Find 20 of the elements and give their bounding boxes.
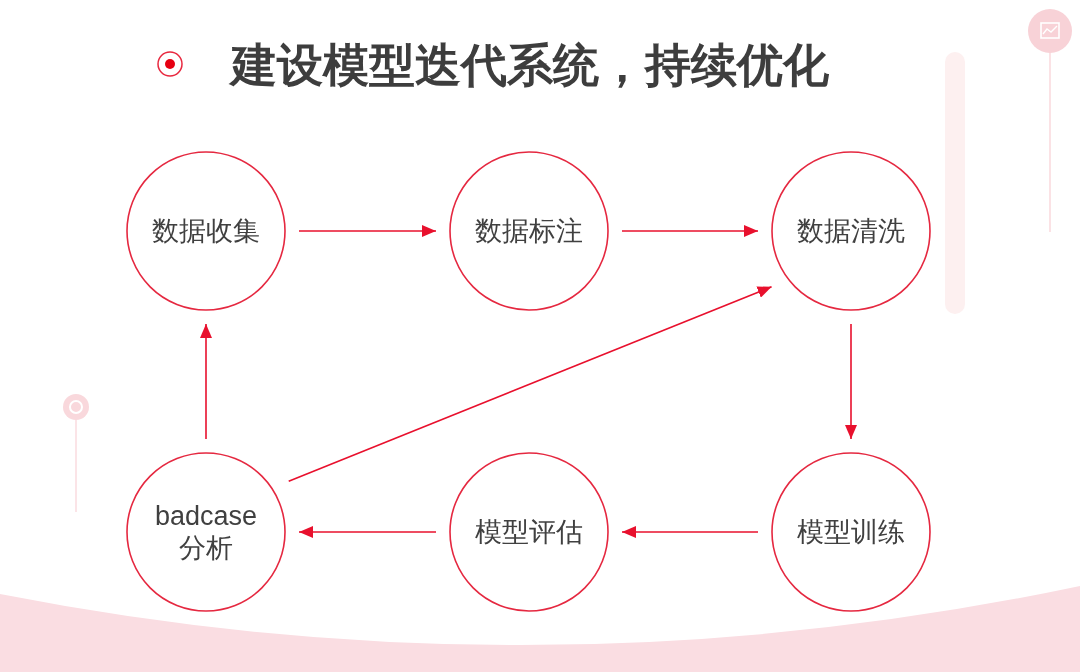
arrow <box>298 225 437 237</box>
step-circle <box>126 452 286 612</box>
arrow <box>621 526 759 538</box>
slide-title: 建设模型迭代系统，持续优化 <box>231 40 829 90</box>
step-label: 数据收集 <box>151 215 261 247</box>
arrow <box>845 323 857 440</box>
step-circle <box>449 452 609 612</box>
step-label: 数据清洗 <box>796 215 906 247</box>
step-circle <box>126 151 286 311</box>
step-label: badcase 分析 <box>153 500 259 564</box>
step-label: 数据标注 <box>474 215 584 247</box>
arrow <box>621 225 759 237</box>
step-circle <box>449 151 609 311</box>
step-circle <box>771 452 931 612</box>
arrow <box>200 323 212 440</box>
step-label: 模型评估 <box>474 516 584 548</box>
arrow <box>298 526 437 538</box>
arrow <box>287 286 773 483</box>
step-circle <box>771 151 931 311</box>
step-label: 模型训练 <box>796 516 906 548</box>
